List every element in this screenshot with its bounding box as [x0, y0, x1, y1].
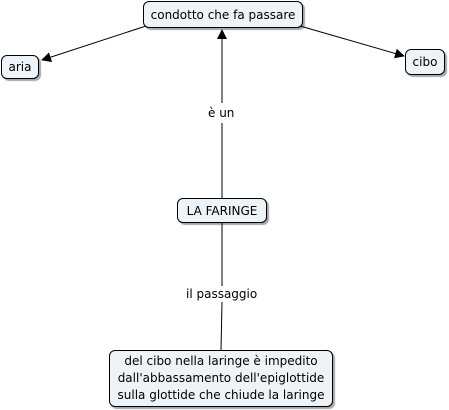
link-label-e-un: è un [206, 106, 237, 120]
aria-concept-node[interactable]: aria [1, 55, 39, 79]
top-concept-node[interactable]: condotto che fa passare [143, 1, 303, 28]
cibo-concept-node[interactable]: cibo [405, 49, 445, 75]
link-label-il-passaggio: il passaggio [184, 287, 260, 301]
link-top-to-cibo [299, 25, 405, 59]
center-concept-node[interactable]: LA FARINGE [177, 198, 267, 223]
bottom-concept-node[interactable]: del cibo nella laringe è impedito dall'a… [109, 350, 333, 407]
link-label-down-to-bottom [220, 301, 223, 351]
link-top-to-aria [41, 25, 147, 62]
